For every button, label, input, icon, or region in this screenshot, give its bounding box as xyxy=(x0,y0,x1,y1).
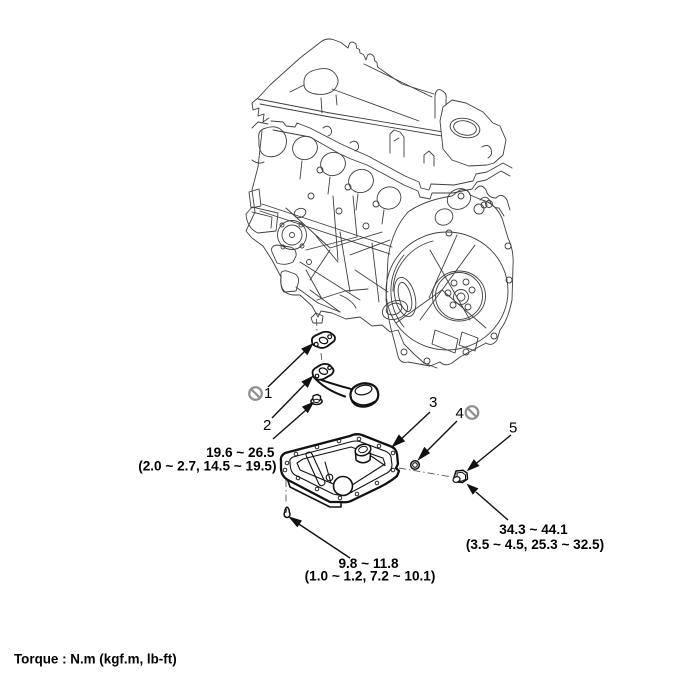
svg-text:(1.0 ~ 1.2, 7.2 ~ 10.1): (1.0 ~ 1.2, 7.2 ~ 10.1) xyxy=(305,569,436,584)
svg-text:5: 5 xyxy=(509,420,517,437)
svg-text:Torque : N.m (kgf.m, lb-ft): Torque : N.m (kgf.m, lb-ft) xyxy=(14,652,177,667)
svg-text:34.3 ~ 44.1: 34.3 ~ 44.1 xyxy=(499,522,568,537)
svg-text:(3.5 ~ 4.5, 25.3 ~ 32.5): (3.5 ~ 4.5, 25.3 ~ 32.5) xyxy=(466,537,604,552)
svg-text:3: 3 xyxy=(429,394,437,411)
svg-text:19.6 ~ 26.5: 19.6 ~ 26.5 xyxy=(206,445,275,460)
svg-text:4: 4 xyxy=(456,405,464,422)
svg-text:9.8 ~ 11.8: 9.8 ~ 11.8 xyxy=(338,556,399,571)
svg-text:2: 2 xyxy=(263,417,271,434)
svg-text:(2.0 ~ 2.7, 14.5 ~ 19.5): (2.0 ~ 2.7, 14.5 ~ 19.5) xyxy=(138,459,276,474)
svg-text:1: 1 xyxy=(264,385,272,402)
